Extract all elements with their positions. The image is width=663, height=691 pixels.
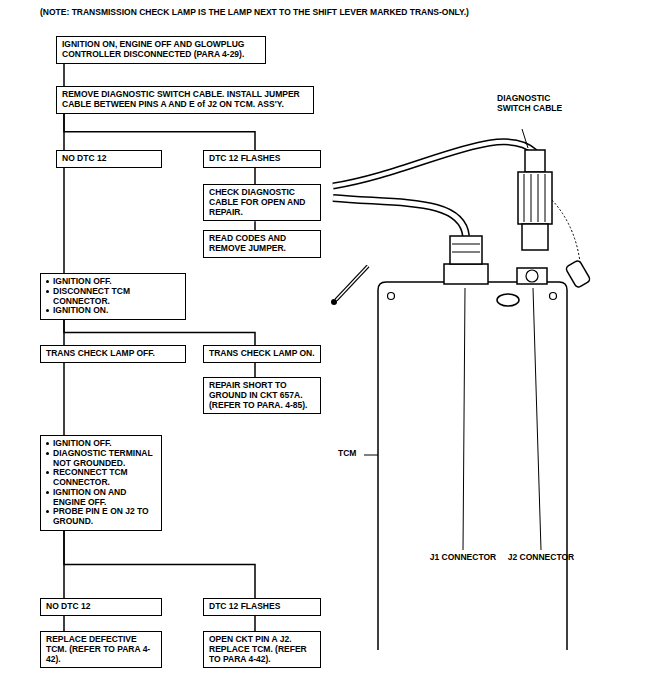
bullet-row: IGNITION OFF. <box>46 439 156 449</box>
bullet-row: DIAGNOSTIC TERMINAL NOT GROUNDED. <box>46 449 156 469</box>
step-text: IGNITION ON AND ENGINE OFF. <box>53 488 156 508</box>
leader-line <box>522 129 528 148</box>
note-text: (NOTE: TRANSMISSION CHECK LAMP IS THE LA… <box>40 8 660 18</box>
box-text: NO DTC 12 <box>46 602 156 612</box>
step-text: IGNITION ON. <box>53 306 108 316</box>
knurl <box>524 174 525 222</box>
plug-nose <box>522 224 548 250</box>
step-text: RECONNECT TCM CONNECTOR. <box>53 468 156 488</box>
connector-line <box>63 168 65 273</box>
result-box: NO DTC 12 <box>56 150 162 168</box>
plug-body <box>518 172 552 224</box>
bullet-dot <box>46 452 49 455</box>
step-text: DIAGNOSTIC TERMINAL NOT GROUNDED. <box>53 449 156 469</box>
box-text: NO DTC 12 <box>62 154 156 164</box>
result-box: NO DTC 12 <box>40 598 162 616</box>
lead-tip <box>331 299 337 305</box>
part-label: J1 CONNECTOR <box>428 553 498 563</box>
connector-line <box>254 221 256 230</box>
bullet-row: RECONNECT TCM CONNECTOR. <box>46 468 156 488</box>
lead <box>336 266 368 300</box>
box-text: TRANS CHECK LAMP ON. <box>209 349 315 359</box>
step-text: IGNITION OFF. <box>53 439 112 449</box>
result-box: DTC 12 FLASHES <box>203 150 321 168</box>
step-list-box: IGNITION OFF.DIAGNOSTIC TERMINAL NOT GRO… <box>40 435 162 531</box>
j2-connector <box>517 268 547 284</box>
part-label: J2 CONNECTOR <box>506 553 576 563</box>
bullet-dot <box>46 510 49 513</box>
part-label: DIAGNOSTIC SWITCH CABLE <box>497 94 563 114</box>
screw <box>388 293 395 300</box>
connector-line <box>254 363 256 377</box>
part-label: TCM <box>338 449 364 459</box>
bullet-dot <box>46 280 49 283</box>
connector-line <box>63 616 65 631</box>
step-text: PROBE PIN E ON J2 TO GROUND. <box>53 507 156 527</box>
connector-line <box>254 616 256 631</box>
bullet-dot <box>46 471 49 474</box>
bullet-row: IGNITION ON. <box>46 306 180 316</box>
cable <box>333 198 466 236</box>
connector-line <box>64 320 255 345</box>
connector-line <box>254 168 256 184</box>
bullet-dot <box>46 491 49 494</box>
box-text: IGNITION ON, ENGINE OFF AND GLOWPLUG CON… <box>62 40 260 60</box>
leader-line <box>463 288 465 550</box>
bullet-row: PROBE PIN E ON J2 TO GROUND. <box>46 507 156 527</box>
bullet-row: IGNITION ON AND ENGINE OFF. <box>46 488 156 508</box>
cable <box>333 198 466 236</box>
connector-line <box>64 531 255 598</box>
j1-connector <box>450 236 482 264</box>
tcm-housing <box>378 282 567 650</box>
cable <box>333 142 535 186</box>
process-box: READ CODES AND REMOVE JUMPER. <box>203 230 321 258</box>
result-box: TRANS CHECK LAMP ON. <box>203 345 321 363</box>
connector-line <box>63 64 65 86</box>
leader-line <box>364 455 378 456</box>
action-box: REPAIR SHORT TO GROUND IN CKT 657A. (REF… <box>203 377 321 414</box>
bullet-dot <box>46 442 49 445</box>
step-list-box: IGNITION OFF.DISCONNECT TCM CONNECTOR.IG… <box>40 273 186 320</box>
result-box: TRANS CHECK LAMP OFF. <box>40 345 186 363</box>
knurl <box>531 174 532 222</box>
box-text: DTC 12 FLASHES <box>209 154 315 164</box>
box-text: REPAIR SHORT TO GROUND IN CKT 657A. (REF… <box>209 381 315 410</box>
plug-boot <box>525 150 545 172</box>
box-text: TRANS CHECK LAMP OFF. <box>46 349 180 359</box>
knurl <box>452 244 480 245</box>
start-box: IGNITION ON, ENGINE OFF AND GLOWPLUG CON… <box>56 36 266 64</box>
process-box: CHECK DIAGNOSTIC CABLE FOR OPEN AND REPA… <box>203 184 321 221</box>
knurl <box>545 174 546 222</box>
leader-line <box>533 288 541 550</box>
result-box: DTC 12 FLASHES <box>203 598 321 616</box>
j2-socket <box>526 270 538 282</box>
process-box: REMOVE DIAGNOSTIC SWITCH CABLE. INSTALL … <box>56 86 314 114</box>
box-text: READ CODES AND REMOVE JUMPER. <box>209 234 315 254</box>
box-text: REPLACE DEFECTIVE TCM. (REFER TO PARA 4-… <box>46 635 156 664</box>
knurl <box>538 174 539 222</box>
connector-line <box>63 363 65 435</box>
screw <box>550 293 557 300</box>
dust-cap <box>497 294 519 306</box>
bullet-row: IGNITION OFF. <box>46 277 180 287</box>
box-text: DTC 12 FLASHES <box>209 602 315 612</box>
action-box: REPLACE DEFECTIVE TCM. (REFER TO PARA 4-… <box>40 631 162 668</box>
lead <box>336 266 368 300</box>
box-text: REMOVE DIAGNOSTIC SWITCH CABLE. INSTALL … <box>62 90 308 110</box>
chain <box>552 200 580 262</box>
dust-cap <box>565 260 591 289</box>
step-text: IGNITION OFF. <box>53 277 112 287</box>
step-text: DISCONNECT TCM CONNECTOR. <box>53 287 180 307</box>
box-text: OPEN CKT PIN A J2. REPLACE TCM. (REFER T… <box>209 635 315 664</box>
bullet-dot <box>46 290 49 293</box>
bullet-row: DISCONNECT TCM CONNECTOR. <box>46 287 180 307</box>
connector-line <box>64 114 255 150</box>
cable <box>333 142 535 186</box>
action-box: OPEN CKT PIN A J2. REPLACE TCM. (REFER T… <box>203 631 321 668</box>
knurl <box>452 252 480 253</box>
bullet-dot <box>46 309 49 312</box>
box-text: CHECK DIAGNOSTIC CABLE FOR OPEN AND REPA… <box>209 188 315 217</box>
j1-connector <box>444 264 488 284</box>
